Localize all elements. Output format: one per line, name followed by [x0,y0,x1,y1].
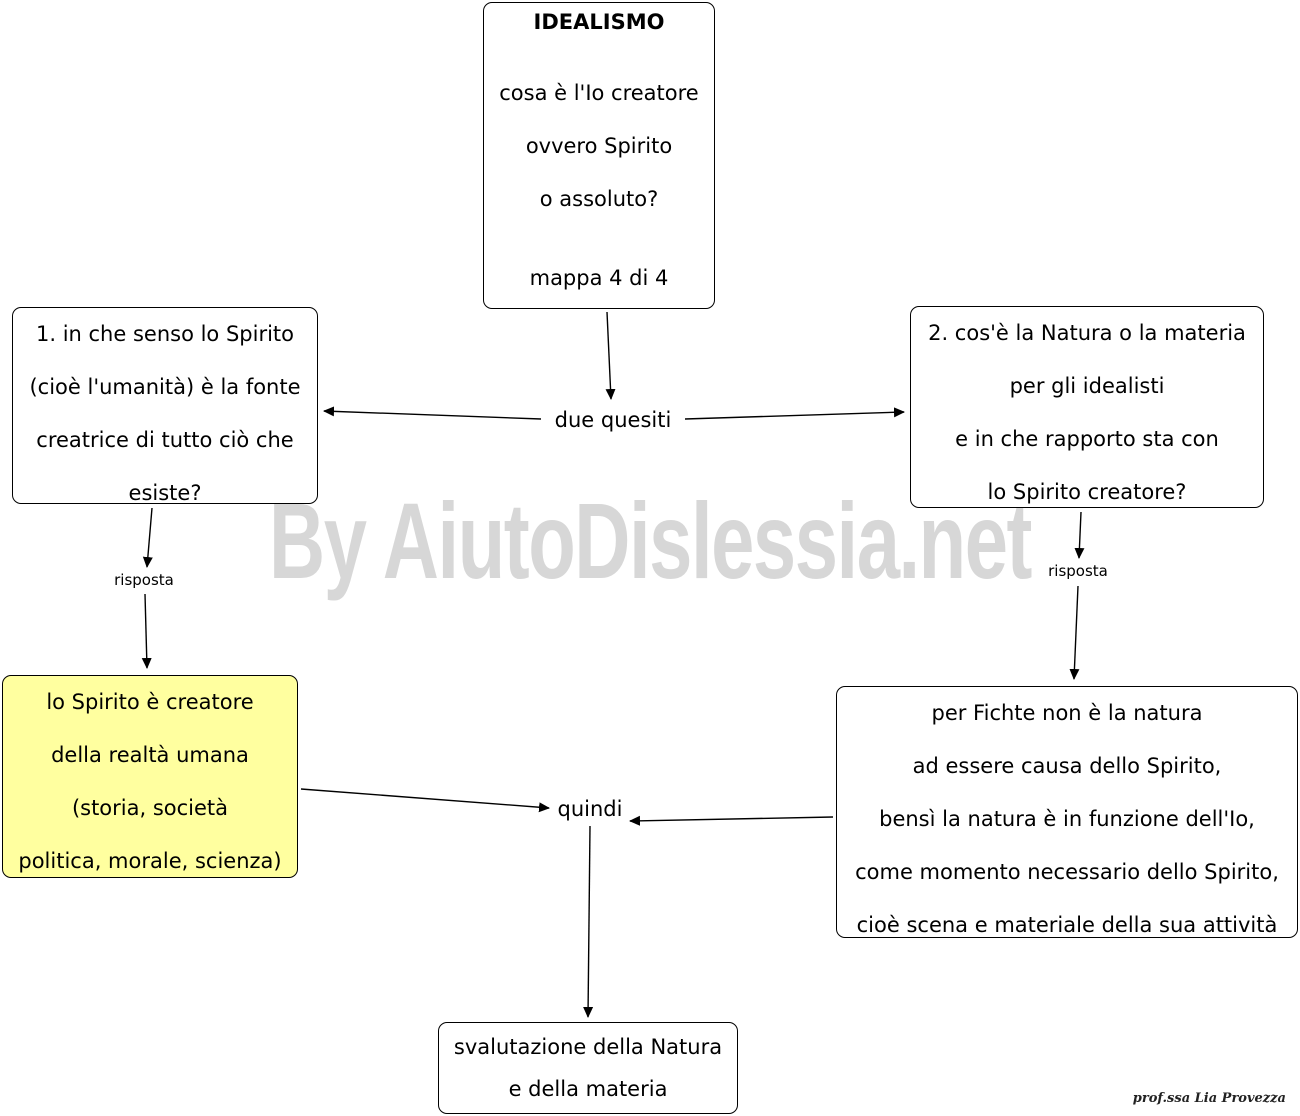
answer-node-left: lo Spirito è creatore della realtà umana… [2,675,298,878]
root-node-idealismo: IDEALISMO cosa è l'Io creatore ovvero Sp… [483,2,715,309]
risposta-label-left: risposta [104,569,184,591]
arrow-risposta-to-left-answer [141,593,152,669]
answer-left-line: (storia, società [71,796,229,820]
question-1-line: esiste? [128,481,202,505]
question-2-line: lo Spirito creatore? [987,480,1187,504]
line-left-question-to-risposta [142,507,153,568]
root-footer: mappa 4 di 4 [529,266,669,290]
risposta-label-right: risposta [1038,560,1118,582]
answer-left-line: della realtà umana [51,743,249,767]
arrow-hub-to-left-question [323,406,542,420]
hub-label-due-quesiti: due quesiti [541,404,685,436]
answer-right-line: ad essere causa dello Spirito, [912,754,1222,778]
arrow-risposta-to-right-answer [1069,585,1080,680]
question-1-line: (cioè l'umanità) è la fonte [29,375,301,399]
conclusion-line: svalutazione della Natura [453,1035,723,1059]
conclusion-label-quindi: quindi [551,794,629,824]
question-node-1: 1. in che senso lo Spirito (cioè l'umani… [12,307,318,505]
line-right-question-to-risposta [1074,511,1085,559]
arrow-root-to-hub [605,311,616,400]
root-line: o assoluto? [539,187,659,211]
conclusion-node: svalutazione della Natura e della materi… [438,1022,738,1114]
answer-right-line: come momento necessario dello Spirito, [855,860,1279,884]
conclusion-line: e della materia [508,1077,668,1101]
question-2-line: e in che rapporto sta con [955,427,1219,451]
arrow-hub-to-right-question [684,407,905,420]
answer-node-right: per Fichte non è la natura ad essere cau… [836,686,1298,938]
arrow-quindi-to-conclusion [583,825,594,1018]
answer-right-line: bensì la natura è in funzione dell'Io, [879,807,1255,831]
root-title: IDEALISMO [533,10,665,34]
question-node-2: 2. cos'è la Natura o la materia per gli … [910,306,1264,508]
question-2-line: per gli idealisti [1009,374,1165,398]
arrow-right-answer-to-quindi [629,815,834,826]
answer-left-line: lo Spirito è creatore [46,690,254,714]
root-line: ovvero Spirito [525,134,673,158]
answer-left-line: politica, morale, scienza) [18,849,282,873]
question-1-line: creatrice di tutto ciò che [36,428,294,452]
question-1-line: 1. in che senso lo Spirito [35,322,295,346]
root-line: cosa è l'Io creatore [499,81,699,105]
answer-right-line: per Fichte non è la natura [931,701,1203,725]
answer-right-line: cioè scena e materiale della sua attivit… [856,913,1278,937]
arrow-left-answer-to-quindi [300,788,550,813]
question-2-line: 2. cos'è la Natura o la materia [928,321,1246,345]
author-signature: prof.ssa Lia Provezza [1132,1091,1286,1106]
